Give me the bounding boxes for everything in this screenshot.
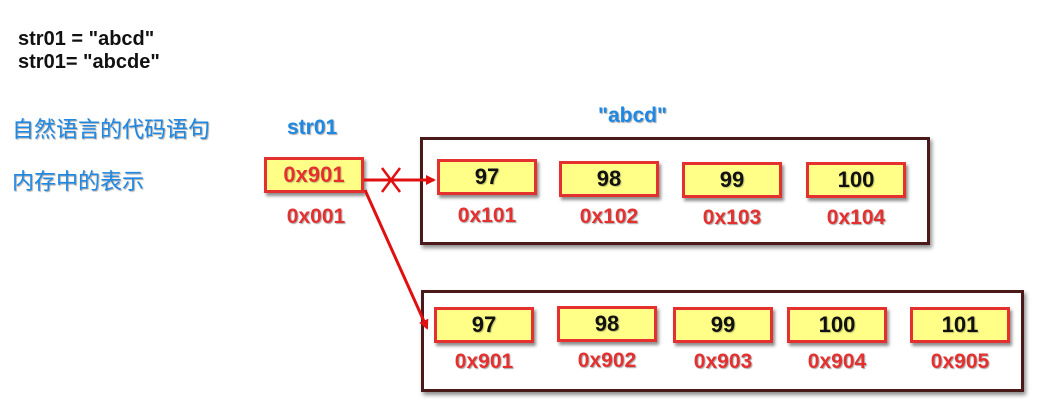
array1-address-0: 0x101: [457, 204, 517, 227]
array2-address-3: 0x904: [807, 350, 867, 373]
cell-value: 99: [710, 312, 736, 337]
variable-name-label: str01: [287, 116, 338, 139]
cell-value: 98: [596, 166, 622, 191]
array2-cell-1: 98: [557, 306, 657, 342]
cell-value: 100: [837, 167, 875, 192]
cell-value: 100: [818, 312, 856, 337]
array2-address-4: 0x905: [930, 350, 990, 373]
array2-cell-0: 97: [434, 307, 534, 343]
cell-value: 101: [941, 312, 979, 337]
array2-cell-3: 100: [787, 307, 887, 343]
array2-address-1: 0x902: [577, 349, 637, 372]
memory-repr-label: 内存中的表示: [12, 170, 145, 195]
code-line-1: str01 = "abcd": [18, 28, 155, 50]
pointer-address: 0x001: [286, 205, 346, 228]
array1-address-3: 0x104: [826, 206, 886, 229]
array1-address-1: 0x102: [579, 205, 639, 228]
array2-address-2: 0x903: [693, 350, 753, 373]
cell-value: 97: [471, 312, 497, 337]
string-literal-label: "abcd": [598, 104, 667, 127]
cell-value: 99: [719, 167, 745, 192]
pointer-value: 0x901: [283, 162, 345, 187]
array1-cell-3: 100: [806, 162, 906, 198]
array2-address-0: 0x901: [454, 350, 514, 373]
array1-cell-1: 98: [559, 161, 659, 197]
array2-cell-2: 99: [673, 307, 773, 343]
new-pointer-arrow: [363, 189, 429, 330]
cross-mark-icon: [381, 167, 401, 193]
array1-cell-0: 97: [437, 159, 537, 195]
array1-cell-2: 99: [682, 162, 782, 198]
code-line-2: str01= "abcde": [18, 51, 160, 73]
natural-language-label: 自然语言的代码语句: [12, 118, 211, 143]
array1-address-2: 0x103: [702, 206, 762, 229]
cell-value: 97: [474, 164, 500, 189]
array2-cell-4: 101: [910, 307, 1010, 343]
cell-value: 98: [594, 311, 620, 336]
pointer-cell: 0x901: [264, 157, 364, 193]
